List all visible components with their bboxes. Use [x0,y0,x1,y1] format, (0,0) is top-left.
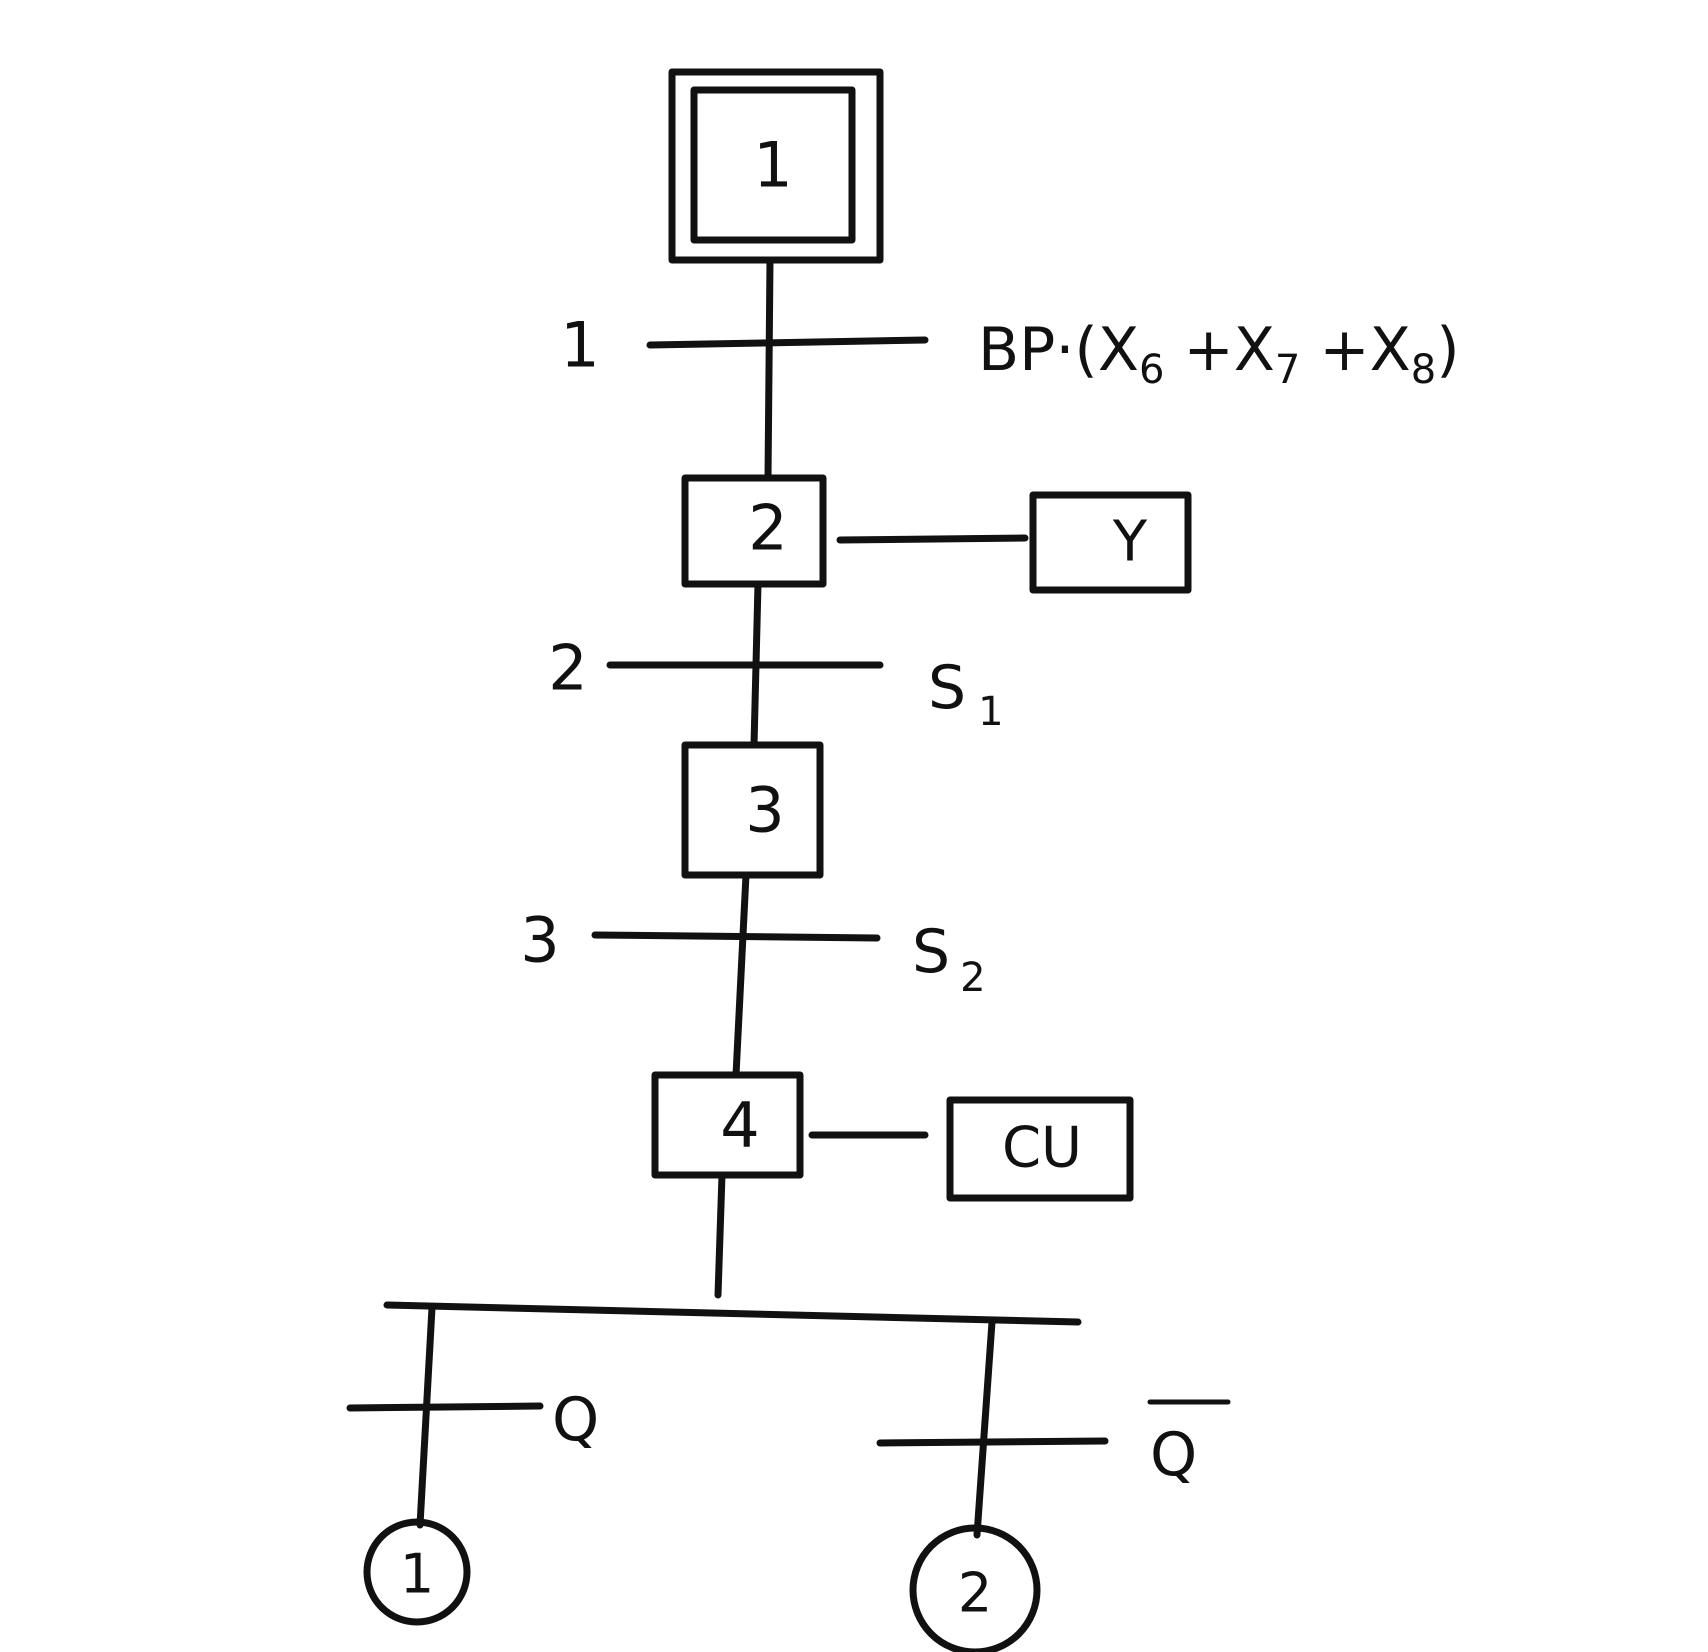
connector-2: 2 [909,1524,1041,1652]
step-4-action-box [946,1096,1134,1202]
link-step3-step4 [732,871,750,1079]
connector-1-circle [363,1518,471,1626]
condition-sub-7: 7 [1275,347,1300,393]
condition-s: S [928,653,966,723]
connector-1-label: 1 [400,1543,434,1606]
step-4-label: 4 [720,1089,759,1162]
condition-s: S [912,917,950,987]
branch-right-bar [876,1437,1109,1447]
condition-sub: 1 [978,689,1003,735]
connector-2-label: 2 [958,1562,992,1625]
step-1-initial: 1 [668,68,884,264]
transition-1-condition: BP·(X6 +X7 +X8) [978,315,1460,393]
step-1-inner-box [690,86,856,244]
step-3-box [681,741,824,879]
transition-1: 1 BP·(X6 +X7 +X8) [560,309,1459,394]
branch-right-transition: Q [876,1399,1231,1490]
condition-sub: 2 [960,955,985,1001]
step-4-action: CU [946,1096,1134,1202]
transition-1-bar [646,336,929,349]
divergence-bar [383,1301,1082,1326]
link-step1-step2 [764,256,774,482]
step-2-action-link [836,534,1029,544]
step-2-action: Y [1029,491,1192,594]
transition-3-bar [591,931,881,942]
step-4: 4 [651,1071,804,1179]
step-2-label: 2 [748,492,787,565]
step-1-outer-box [668,68,884,264]
condition-sub-6: 6 [1139,347,1164,393]
connector-2-circle [909,1524,1041,1652]
branch-left-bar [346,1402,544,1412]
condition-sub-8: 8 [1411,347,1436,393]
step-2-box [681,474,827,588]
transition-2-number: 2 [548,632,587,705]
step-2: 2 [681,474,827,588]
branch-left-condition: Q [552,1385,599,1455]
link-step4-divergence [714,1171,726,1299]
branch-left-transition: Q [346,1385,599,1455]
step-3-label: 3 [745,774,784,847]
transition-3-number: 3 [520,904,559,977]
step-3: 3 [681,741,824,879]
step-1-label: 1 [753,129,792,202]
branch-right-link [973,1318,996,1539]
step-4-action-label: CU [1002,1116,1082,1181]
step-4-box [651,1071,804,1179]
transition-1-number: 1 [560,309,599,382]
branch-left-link [416,1304,436,1529]
branch-right-condition: Q [1150,1420,1197,1490]
condition-main: BP·(X [978,315,1139,385]
step-2-action-label: Y [1112,510,1148,575]
connector-1: 1 [363,1518,471,1626]
step-2-action-box [1029,491,1192,594]
